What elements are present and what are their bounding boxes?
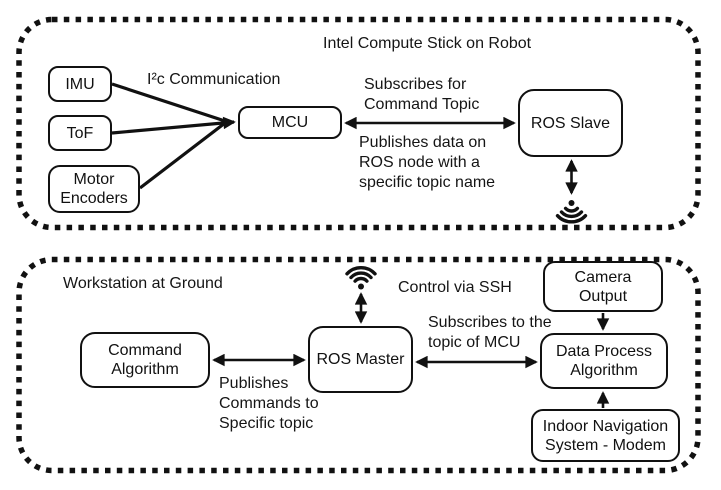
node-tof: ToF <box>48 115 112 151</box>
node-mcu: MCU <box>238 106 342 139</box>
i2c-communication-label: I²c Communication <box>147 71 281 88</box>
publishes-data-label: Publishes data on ROS node with a specif… <box>359 134 496 191</box>
node-data-process-algorithm: Data Process Algorithm <box>540 333 668 389</box>
ground-section-title: Workstation at Ground <box>63 275 223 292</box>
node-ros-slave: ROS Slave <box>518 89 623 157</box>
publishes-commands-label: Publishes Commands to Specific topic <box>219 375 319 432</box>
node-imu: IMU <box>48 66 112 102</box>
arrow-motor-encoders-to-mcu <box>139 121 226 190</box>
wifi-icon-ground <box>345 266 377 290</box>
subscribes-for-label: Subscribes for Command Topic <box>364 76 480 113</box>
robot-section-title: Intel Compute Stick on Robot <box>323 35 532 52</box>
arrow-tof-to-mcu <box>111 116 236 135</box>
subscribes-topic-label: Subscribes to the topic of MCU <box>428 314 552 351</box>
node-camera-output: Camera Output <box>543 261 663 312</box>
control-via-ssh-label: Control via SSH <box>398 279 512 296</box>
node-ros-master: ROS Master <box>308 326 413 393</box>
node-indoor-navigation-modem: Indoor Navigation System - Modem <box>531 409 680 462</box>
node-motor-encoders: Motor Encoders <box>48 165 140 213</box>
node-command-algorithm: Command Algorithm <box>80 332 210 388</box>
arrow-imu-to-mcu <box>111 82 226 123</box>
wifi-icon-robot <box>555 200 588 224</box>
robot-section-border <box>16 16 701 231</box>
